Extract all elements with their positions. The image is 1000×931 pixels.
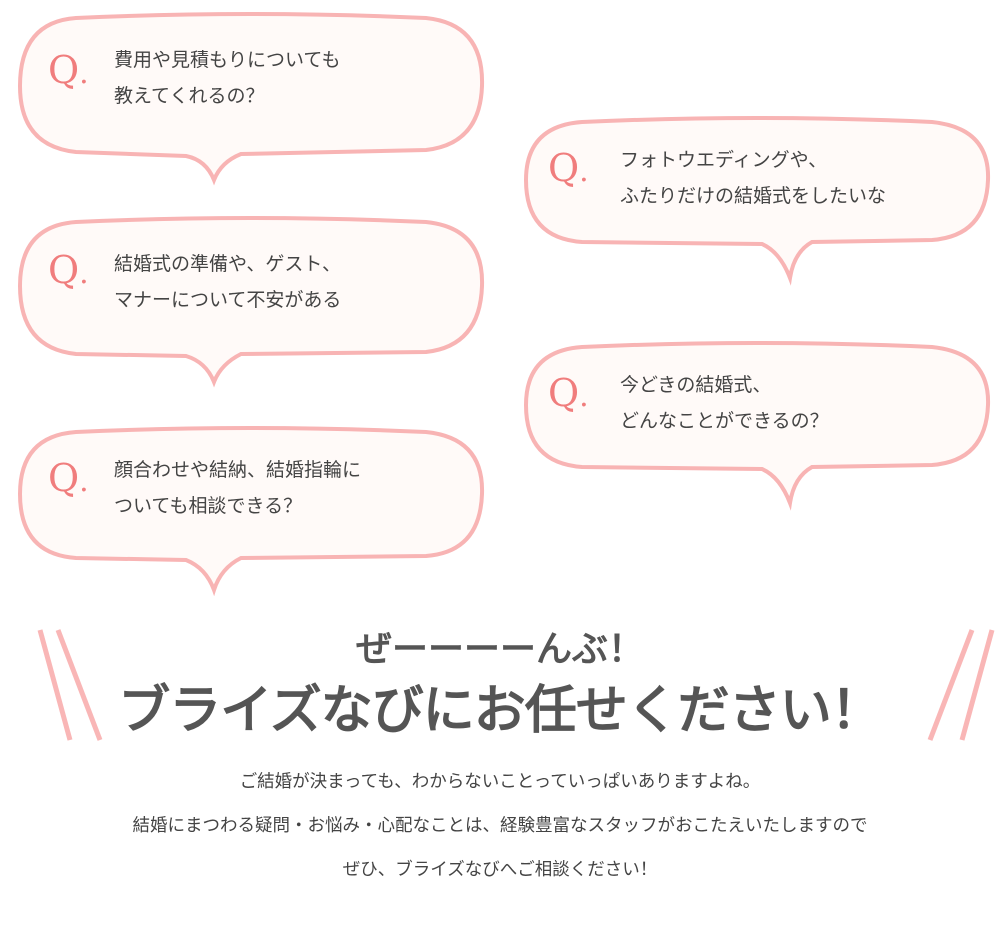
q-mark: Q.: [48, 248, 89, 292]
question-line: マナーについて不安がある: [114, 289, 342, 311]
speech-bubble-shape: [523, 116, 991, 286]
question-line: ついても相談できる？: [114, 495, 303, 517]
description-line: ぜひ、ブライズなびへご相談ください！: [342, 860, 658, 880]
q-mark: Q.: [548, 146, 589, 190]
question-line: 教えてくれるの？: [114, 85, 265, 107]
description: ご結婚が決まっても、わからないことっていっぱいありますよね。 結婚にまつわる疑問…: [0, 760, 1000, 892]
speech-bubble-shape: [17, 426, 485, 597]
question-line: 結婚式の準備や、ゲスト、: [114, 253, 342, 275]
q-mark: Q.: [48, 48, 89, 92]
description-line: ご結婚が決まっても、わからないことっていっぱいありますよね。: [239, 772, 761, 792]
speech-bubble-shape: [17, 12, 485, 186]
q-mark: Q.: [48, 456, 89, 500]
headline-line-1: ぜーーーーんぶ！: [355, 629, 644, 670]
description-line: 結婚にまつわる疑問・お悩み・心配なことは、経験豊富なスタッフがおこたえいたします…: [132, 816, 868, 836]
speech-bubble-shape: [17, 216, 485, 388]
question-line: ふたりだけの結婚式をしたいな: [620, 185, 887, 207]
question-line: 顔合わせや結納、結婚指輪に: [114, 459, 362, 481]
question-line: 今どきの結婚式、: [620, 374, 772, 396]
question-line: どんなことができるの？: [620, 410, 829, 432]
speech-bubble-shape: [523, 341, 991, 511]
headline-line-2: ブライズなびにお任せください！: [118, 681, 882, 741]
question-line: 費用や見積もりについても: [114, 49, 341, 71]
left-slash-decoration: [37, 629, 103, 741]
right-slash-decoration: [927, 629, 995, 741]
question-line: フォトウエディングや、: [620, 149, 828, 171]
q-mark: Q.: [548, 371, 589, 415]
